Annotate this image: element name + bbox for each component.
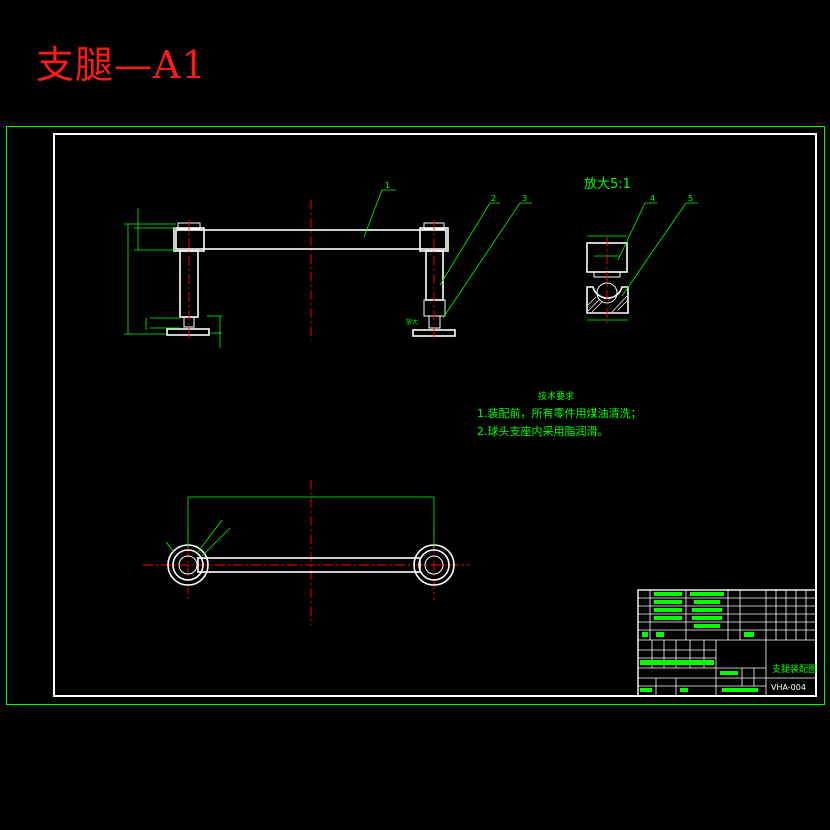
- callout-2: 2: [491, 194, 496, 203]
- detail-view: [586, 202, 698, 325]
- outer-frame: [6, 126, 825, 705]
- callout-5: 5: [688, 194, 693, 203]
- top-view: [143, 480, 470, 625]
- tech-req-line-2: 2.球头支座内采用脂润滑。: [477, 424, 609, 438]
- front-view: [124, 189, 532, 348]
- callout-4: 4: [650, 194, 655, 203]
- drawing-number: VHA-004: [771, 683, 806, 692]
- drawing-name: 支腿装配图: [772, 663, 817, 675]
- tech-req-heading: 技术要求: [538, 390, 574, 402]
- callout-1: 1: [385, 181, 390, 190]
- tech-req-line-1: 1.装配前，所有零件用煤油清洗；: [477, 406, 642, 420]
- title-block: [637, 589, 817, 697]
- inner-frame: [53, 133, 817, 697]
- sheet-title: 支腿—A1: [36, 43, 207, 87]
- callout-3: 3: [522, 194, 527, 203]
- detail-scale-label: 放大5:1: [584, 177, 631, 192]
- enlarge-note: 放大: [406, 318, 418, 326]
